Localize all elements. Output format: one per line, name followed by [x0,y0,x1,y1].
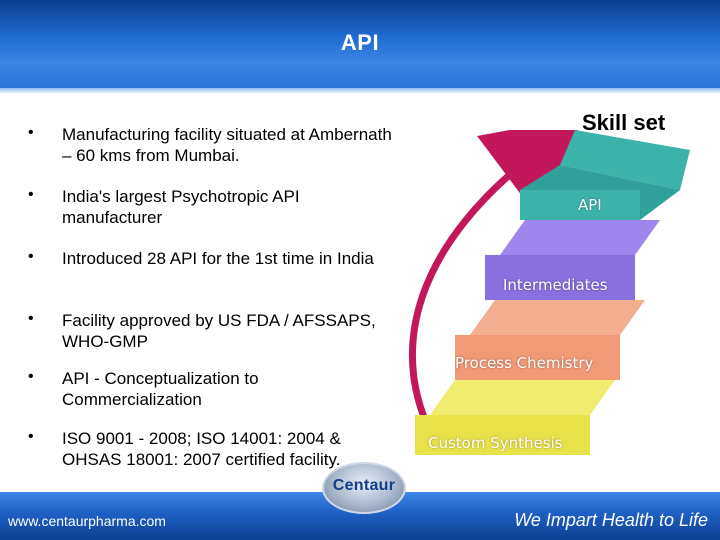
bullet-dot: • [28,428,34,445]
bullet-dot: • [28,368,34,385]
step-label-api: API [578,196,602,214]
skill-staircase-diagram [408,130,690,455]
header-divider [0,88,720,94]
tagline: We Impart Health to Life [514,510,708,530]
bullet-text: ISO 9001 - 2008; ISO 14001: 2004 & OHSAS… [62,429,341,469]
bullet-text: Facility approved by US FDA / AFSSAPS, W… [62,311,376,351]
header-band [0,0,720,90]
bullet-text: Introduced 28 API for the 1st time in In… [62,249,374,268]
bullet-text: Manufacturing facility situated at Amber… [62,125,392,165]
growth-arrow [408,130,585,452]
bullet-dot: • [28,124,34,141]
website-link[interactable]: www.centaurpharma.com [8,513,166,529]
step-api [520,130,690,220]
step-process-chemistry [455,300,645,380]
bullet-dot: • [28,310,34,327]
bullet-dot: • [28,186,34,203]
bullet-text: India's largest Psychotropic API manufac… [62,187,300,227]
step-custom-synthesis [415,380,615,455]
step-intermediates [485,220,660,300]
skill-set-heading: Skill set [582,110,666,135]
step-label-process-chemistry: Process Chemistry [455,354,594,372]
centaur-logo: Centaur [322,462,406,514]
bullet-text: API - Conceptualization to Commercializa… [62,369,259,409]
logo-text: Centaur [332,477,396,494]
step-label-intermediates: Intermediates [503,276,608,294]
footer-band: www.centaurpharma.com Centaur We Impart … [0,462,720,540]
slide-title: API [340,30,380,55]
bullet-dot: • [28,248,34,265]
step-label-custom-synthesis: Custom Synthesis [428,434,563,452]
